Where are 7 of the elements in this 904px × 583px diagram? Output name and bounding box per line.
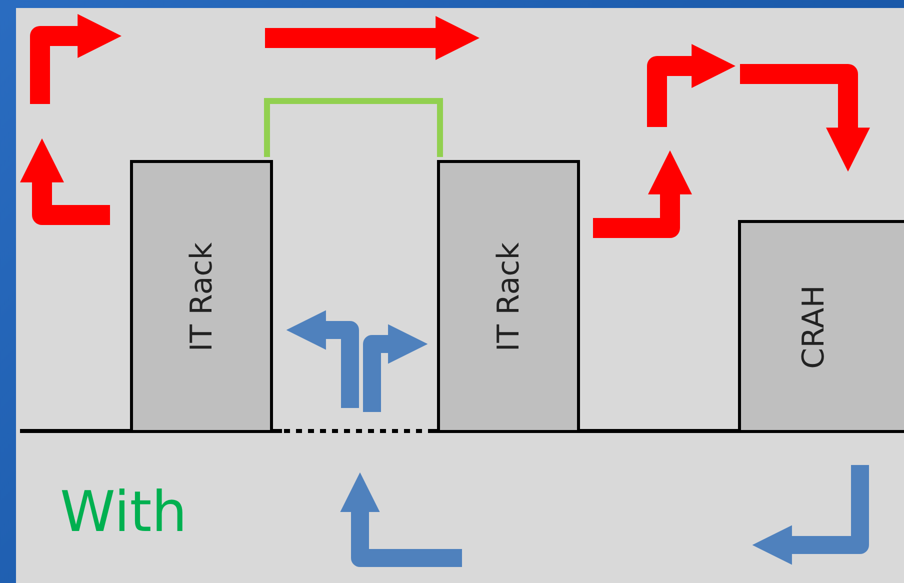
equipment-label: IT Rack xyxy=(491,242,526,352)
rack-box xyxy=(437,160,580,433)
cooling-unit-box xyxy=(738,220,904,433)
equipment-label: IT Rack xyxy=(184,242,219,352)
equipment-label: CRAH xyxy=(796,284,832,368)
caption-text: With xyxy=(60,480,188,545)
rack-box xyxy=(130,160,273,433)
